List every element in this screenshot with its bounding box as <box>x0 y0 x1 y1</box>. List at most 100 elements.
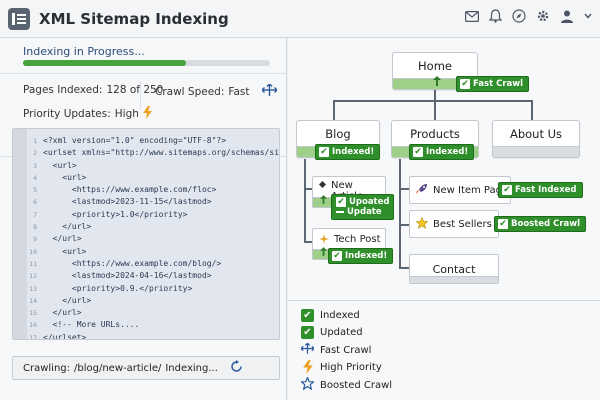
legend-updated-label: Updated <box>320 327 363 338</box>
crawl-speed-stat: Crawl Speed: Fast <box>155 83 278 99</box>
code-text: <url> <box>43 172 87 182</box>
code-line: 1<?xml version="1.0" encoding="UTF-8"?> <box>27 135 279 147</box>
chevron-down-icon[interactable] <box>584 13 592 19</box>
crawl-path: /blog/new-article/ <box>74 362 162 374</box>
sitemap-xml-viewer[interactable]: 1<?xml version="1.0" encoding="UTF-8"?>2… <box>12 128 280 340</box>
badge-updated-line1: Upoated <box>349 197 390 207</box>
connector <box>434 89 436 101</box>
line-number: 13 <box>29 284 37 293</box>
right-panel: Home ✔ Fast Crawl Blog ✔ Indexed! Produc… <box>288 38 600 400</box>
badge-fast-indexed: ✔ Fast Indexed <box>498 182 583 198</box>
stats-divider <box>140 81 141 109</box>
code-text: <https://www.example.com/floc> <box>43 185 217 195</box>
priority-updates-value: High <box>114 108 139 120</box>
badge-products-indexed: ✔ Indexed! <box>409 144 475 160</box>
code-line: 8 </url> <box>27 221 279 233</box>
connector <box>399 159 401 269</box>
node-about-us-label: About Us <box>509 127 563 141</box>
code-text: <lastmod>2023-11-15</lastmod> <box>43 197 212 207</box>
sitemap-xml-code: 1<?xml version="1.0" encoding="UTF-8"?>2… <box>27 135 280 339</box>
node-tech-post-label: Tech Post <box>334 234 381 245</box>
crawl-speed-label: Crawl Speed: <box>155 85 225 98</box>
line-number: 9 <box>33 235 37 244</box>
code-line: 4 <url> <box>27 172 279 184</box>
user-icon[interactable] <box>560 9 574 23</box>
dash-icon <box>336 211 344 213</box>
badge-tech-indexed-label: Indexed! <box>345 251 388 261</box>
line-number: 7 <box>33 210 37 219</box>
connector <box>304 159 306 243</box>
stats-panel: Pages Indexed: 128 of 250 Crawl Speed: F… <box>0 75 287 157</box>
code-text: <url> <box>43 246 87 256</box>
code-text: </url> <box>43 295 92 305</box>
pages-indexed-value: 128 of 250 <box>106 84 164 96</box>
node-about-us[interactable]: About Us <box>492 120 580 158</box>
code-text: <lastmod>2024-04-16</lastmod> <box>43 271 212 281</box>
connector <box>333 100 335 120</box>
code-text: <?xml version="1.0" encoding="UTF-8"?> <box>43 136 227 145</box>
code-line: 16 <!-- More URLs.... <box>27 319 279 331</box>
line-number: 12 <box>29 272 37 281</box>
checkmark-icon: ✔ <box>301 309 314 322</box>
priority-updates-stat: Priority Updates: High <box>23 106 152 122</box>
code-line: 17</urlset> <box>27 332 279 339</box>
connector <box>531 100 533 120</box>
node-contact[interactable]: Contact <box>409 254 499 284</box>
sitemap-app-icon[interactable] <box>8 7 30 30</box>
mail-icon[interactable] <box>465 10 479 22</box>
app-header: XML Sitemap Indexing <box>0 0 600 38</box>
star-icon <box>415 216 429 232</box>
refresh-icon[interactable] <box>230 360 243 376</box>
checkmark-icon: ✔ <box>502 185 512 195</box>
node-best-sellers[interactable]: Best Sellers <box>409 210 499 238</box>
line-number: 4 <box>33 173 37 182</box>
code-text: <urlset xmlns="http://www.sitemaps.org/s… <box>43 148 280 158</box>
line-number: 15 <box>29 309 37 318</box>
code-line: 12 <lastmod>2024-04-16</lastmod> <box>27 270 279 282</box>
line-number: 3 <box>33 161 37 170</box>
badge-products-indexed-label: Indexed! <box>426 147 469 157</box>
badge-blog-indexed: ✔ Indexed! <box>315 144 381 160</box>
code-gutter <box>13 129 27 339</box>
badge-updated: ✔Upoated Update <box>331 194 395 220</box>
checkmark-icon: ✔ <box>498 219 508 229</box>
code-text: </url> <box>43 222 92 232</box>
line-number: 14 <box>29 296 37 305</box>
gear-icon[interactable] <box>536 9 550 23</box>
priority-updates-label: Priority Updates: <box>23 108 111 120</box>
rocket-icon <box>416 183 428 198</box>
fast-crawl-icon <box>260 83 278 99</box>
code-text: </url> <box>43 308 82 318</box>
legend-indexed-label: Indexed <box>320 310 360 321</box>
connector <box>399 224 409 226</box>
up-arrow-icon <box>433 76 441 89</box>
badge-fast-indexed-label: Fast Indexed <box>515 185 577 195</box>
legend-boosted-crawl-label: Boosted Crawl <box>320 379 393 391</box>
legend-updated: ✔ Updated <box>301 326 363 339</box>
crawl-status: Indexing... <box>165 362 218 374</box>
code-line: 13 <priority>0.9.</priority> <box>27 283 279 295</box>
compass-icon[interactable] <box>512 9 526 23</box>
code-line: 2 <urlset xmlns="http://www.sitemaps.org/… <box>27 147 280 159</box>
bell-icon[interactable] <box>489 9 502 23</box>
node-new-item-page[interactable]: New Item Page <box>409 176 511 204</box>
diamond-icon <box>319 180 326 191</box>
connector <box>399 267 409 269</box>
line-number: 10 <box>29 247 37 256</box>
lightning-icon <box>142 106 152 122</box>
code-line: 3 <url> <box>27 160 279 172</box>
pages-indexed-stat: Pages Indexed: 128 of 250 <box>23 84 163 96</box>
lightning-icon <box>301 360 314 374</box>
code-line: 6 <lastmod>2023-11-15</lastmod> <box>27 196 279 208</box>
sitemap-tree: Home ✔ Fast Crawl Blog ✔ Indexed! Produc… <box>288 38 600 300</box>
checkmark-icon: ✔ <box>336 197 346 207</box>
checkmark-icon: ✔ <box>332 251 342 261</box>
connector <box>304 188 312 190</box>
pages-indexed-label: Pages Indexed: <box>23 84 103 96</box>
sparkle-icon <box>319 234 329 247</box>
line-number: 2 <box>33 149 37 158</box>
progress-label: Indexing in Progress... <box>23 45 145 58</box>
legend-fast-crawl-label: Fast Crawl <box>320 344 372 356</box>
code-line: 11 <https://www.example.com/blog/> <box>27 258 279 270</box>
badge-updated-line2: Update <box>347 207 382 217</box>
